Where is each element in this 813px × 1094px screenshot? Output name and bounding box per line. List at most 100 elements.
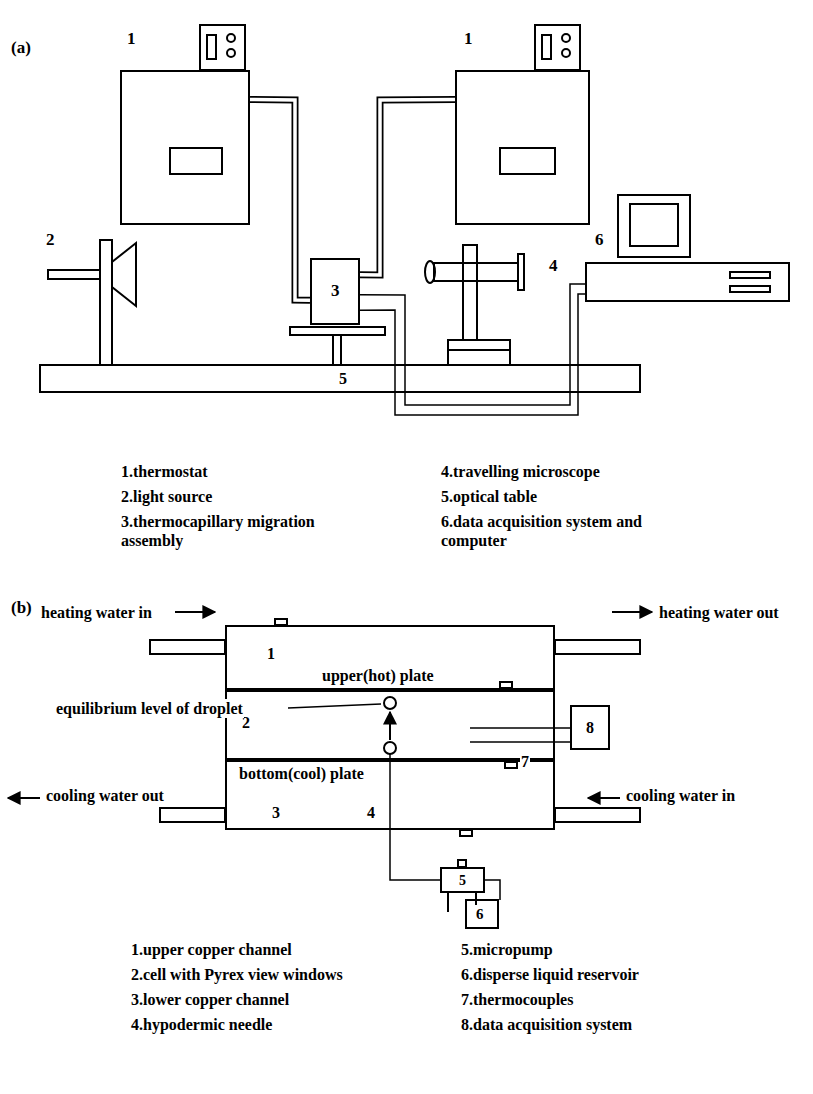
- thermocouple-wire: [470, 728, 555, 742]
- node-text: 6: [595, 231, 604, 250]
- node-text: bottom(cool) plate: [239, 765, 364, 783]
- optical-table: [40, 365, 640, 392]
- callout-number: (b): [10, 598, 33, 618]
- upper-copper-channel: 1 upper(hot) plate: [225, 625, 555, 690]
- caption-text: 5.optical table: [440, 487, 538, 506]
- wire-line: [360, 294, 585, 415]
- caption-text: 5.micropump: [460, 940, 554, 959]
- signal-wire: [555, 727, 570, 728]
- caption-text: 4.travelling microscope: [440, 462, 601, 481]
- light-source-symbol: [48, 240, 136, 365]
- water-flow-arrow: [8, 612, 652, 798]
- plate-boundary: [225, 690, 555, 760]
- droplet: [384, 697, 396, 754]
- node-text: 3: [331, 282, 340, 301]
- droplet: [389, 712, 391, 740]
- micropump: 5: [440, 867, 485, 893]
- caption-text: 6.data acquisition system and computer: [440, 512, 662, 550]
- water-pipe: [500, 682, 512, 688]
- callout-number: 6: [475, 905, 485, 923]
- water-tube: [360, 99, 455, 275]
- thermostat-panel: [170, 148, 222, 174]
- pyrex-cell: 2: [225, 690, 555, 760]
- water-pipe: [160, 808, 225, 822]
- leader-line: [288, 704, 381, 708]
- node-text: 1: [127, 30, 136, 49]
- tube-outline: [250, 99, 310, 300]
- signal-wire: [390, 830, 440, 880]
- caption-text: heating water in: [40, 603, 153, 622]
- wire-line: [555, 741, 570, 743]
- signal-wire: [555, 741, 570, 742]
- droplet: [384, 697, 396, 709]
- caption-text: cooling water in: [625, 786, 736, 805]
- node-text: upper(hot) plate: [322, 667, 434, 685]
- thermostat-panel: [500, 148, 555, 174]
- water-pipe: [505, 762, 517, 768]
- hypodermic-needle: [389, 754, 391, 830]
- micropump-symbol: [447, 893, 449, 912]
- tube-bore: [250, 99, 310, 300]
- water-pipe: [555, 808, 640, 822]
- thermostat-panel: [200, 25, 245, 70]
- water-pipe: [555, 640, 640, 654]
- tube-outline: [360, 99, 455, 275]
- node-text: 8: [586, 719, 594, 737]
- micropump-symbol: [485, 880, 500, 900]
- computer-monitor: [630, 204, 678, 246]
- computer-monitor: [730, 286, 770, 292]
- assembly-stand: [333, 335, 341, 365]
- water-pipe: [150, 619, 640, 836]
- node-text: 1: [267, 645, 275, 663]
- caption-text: 3.thermocapillary migration assembly: [120, 512, 322, 550]
- node-text: 5: [459, 873, 466, 888]
- thermocouple-wire: [470, 741, 555, 743]
- apparatus-illustration: [8, 25, 770, 928]
- microscope-symbol: [425, 245, 524, 365]
- thermocouple-wire: [470, 727, 555, 729]
- water-pipe: [460, 830, 472, 836]
- thermostat-panel: [207, 35, 216, 59]
- caption-text: 1.upper copper channel: [130, 940, 293, 959]
- caption-text: 8.data acquisition system: [460, 1015, 633, 1034]
- water-flow-arrow: [175, 611, 215, 613]
- water-flow-arrow: [588, 797, 620, 799]
- light-source-symbol: [100, 240, 112, 365]
- tube-bore: [360, 99, 455, 275]
- computer-monitor: [618, 195, 690, 257]
- node-text: 4: [367, 804, 375, 822]
- reservoir-symbol: [466, 900, 498, 928]
- caption-text: 2.light source: [120, 487, 213, 506]
- wire-line: [390, 830, 440, 880]
- microscope-symbol: [463, 245, 477, 340]
- caption-text: 2.cell with Pyrex view windows: [130, 965, 344, 984]
- micropump-symbol: [458, 860, 466, 867]
- caption-text: heating water out: [658, 603, 780, 622]
- thermostat-box: 1: [455, 70, 590, 225]
- light-source-symbol: [112, 243, 136, 306]
- lower-copper-channel: bottom(cool) plate 3 4: [225, 760, 555, 830]
- thermostat-panel: [562, 49, 570, 57]
- caption-text: 4.hypodermic needle: [130, 1015, 273, 1034]
- signal-wire: [360, 294, 585, 415]
- assembly-stand: [290, 327, 385, 335]
- caption-text: 7.thermocouples: [460, 990, 574, 1009]
- thermostat-panel: [500, 25, 580, 174]
- thermostat-panel: [562, 34, 570, 42]
- water-flow-arrow: [612, 611, 652, 613]
- assembly-stand: [290, 327, 385, 365]
- caption-text: equilibrium level of droplet: [55, 699, 244, 718]
- callout-number: 5: [338, 369, 348, 388]
- node-text: 3: [272, 804, 280, 822]
- microscope-symbol: [448, 340, 510, 365]
- signal-wire: [360, 284, 585, 405]
- callout-number: 7: [520, 752, 530, 771]
- microscope-symbol: [448, 349, 510, 351]
- callout-number: 2: [45, 230, 56, 250]
- computer-monitor: [618, 195, 770, 292]
- light-source-symbol: [48, 270, 100, 279]
- caption-text: 6.disperse liquid reservoir: [460, 965, 640, 984]
- microscope-symbol: [518, 254, 524, 290]
- wire-line: [360, 284, 585, 405]
- thermostat-panel: [227, 49, 235, 57]
